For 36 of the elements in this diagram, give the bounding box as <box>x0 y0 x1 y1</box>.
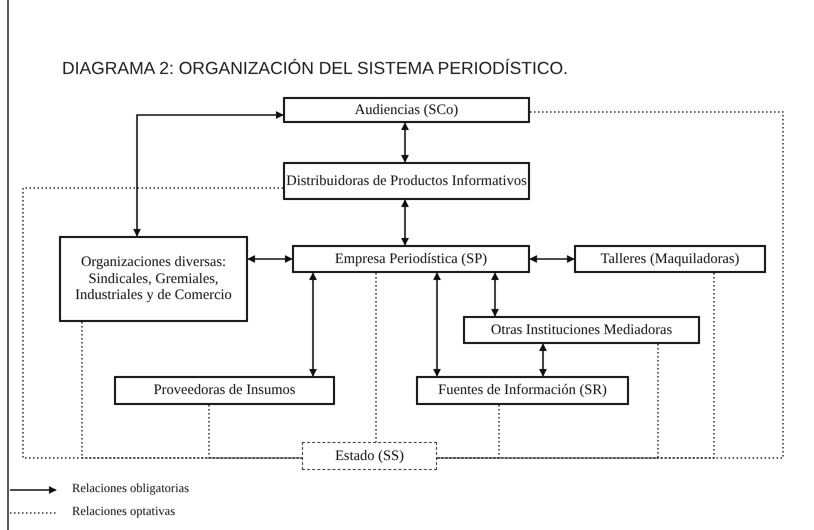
arrow <box>529 255 575 263</box>
node-label: Proveedoras de Insumos <box>154 382 296 399</box>
arrow <box>133 111 284 237</box>
node-label: Audiencias (SCo) <box>354 102 458 118</box>
dotted-connector <box>22 187 302 459</box>
node-label: Empresa Periodística (SP) <box>334 250 488 268</box>
dotted-connector <box>437 344 659 459</box>
arrow <box>401 199 409 246</box>
process-box <box>463 316 700 344</box>
process-box <box>574 245 766 273</box>
node-label: Distribuidoras de Productos Informativos <box>286 172 527 190</box>
process-box <box>59 236 248 322</box>
node-label: Estado (SS) <box>335 448 404 464</box>
arrow <box>539 343 547 377</box>
arrow <box>247 255 293 263</box>
node-label: Fuentes de Información (SR) <box>438 382 607 399</box>
process-box <box>416 376 629 405</box>
dotted-connector <box>208 405 302 459</box>
arrow <box>433 272 441 377</box>
process-box <box>114 376 335 405</box>
diagram-title: DIAGRAMA 2: ORGANIZACIÓN DEL SISTEMA PERIODÍSTICO. <box>62 58 569 79</box>
legend-label: Relaciones optativas <box>72 504 176 519</box>
dashed-box <box>302 442 437 470</box>
process-box <box>292 245 530 273</box>
process-box <box>283 97 530 123</box>
node-label: Otras Instituciones Mediadoras <box>490 322 672 338</box>
arrow <box>309 272 317 377</box>
arrow <box>401 122 409 163</box>
process-box <box>283 162 530 200</box>
node-label: Organizaciones diversas: Sindicales, Gremiales, Industriales y de Comercio <box>74 254 233 304</box>
dotted-connector <box>81 322 302 459</box>
node-label: Talleres (Maquiladoras) <box>600 250 740 268</box>
dotted-connector <box>437 273 715 459</box>
legend-label: Relaciones obligatorias <box>72 481 189 496</box>
dotted-connector <box>375 273 377 442</box>
arrow <box>491 272 499 317</box>
